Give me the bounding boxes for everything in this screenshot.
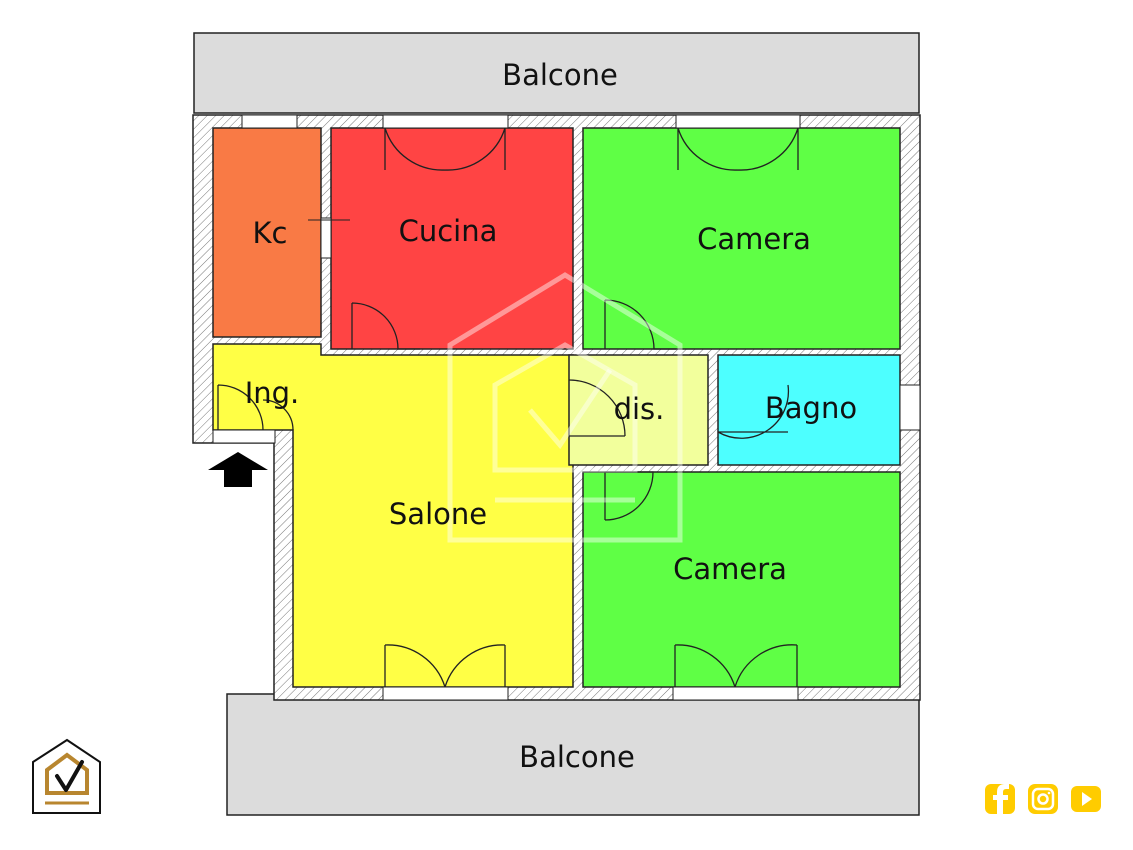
house-check-icon — [32, 738, 101, 814]
balcony-bottom — [226, 693, 920, 816]
room-hall — [568, 354, 709, 466]
facebook-icon[interactable] — [985, 784, 1015, 814]
watermark-logo — [447, 272, 683, 543]
label-kitchen: Cucina — [399, 214, 498, 248]
entrance-arrow-icon — [208, 452, 268, 487]
room-bedroom-top — [582, 127, 901, 350]
label-hall: dis. — [614, 392, 665, 426]
room-bathroom — [717, 354, 901, 466]
label-entrance: Ing. — [245, 376, 300, 410]
label-bedroom-top: Camera — [697, 222, 811, 256]
label-kc: Kc — [253, 216, 288, 250]
balcony-top — [193, 32, 920, 114]
room-kc — [212, 127, 322, 338]
windows — [212, 114, 921, 701]
label-bedroom-bottom: Camera — [673, 552, 787, 586]
doors — [217, 127, 799, 688]
room-bedroom-bottom — [582, 471, 901, 688]
room-kitchen — [330, 127, 574, 350]
instagram-icon[interactable] — [1028, 784, 1058, 814]
label-bathroom: Bagno — [765, 391, 857, 425]
label-balcony-bottom: Balcone — [519, 740, 635, 774]
youtube-icon[interactable] — [1071, 786, 1101, 812]
label-living: Salone — [389, 497, 487, 531]
label-balcony-top: Balcone — [502, 58, 618, 92]
